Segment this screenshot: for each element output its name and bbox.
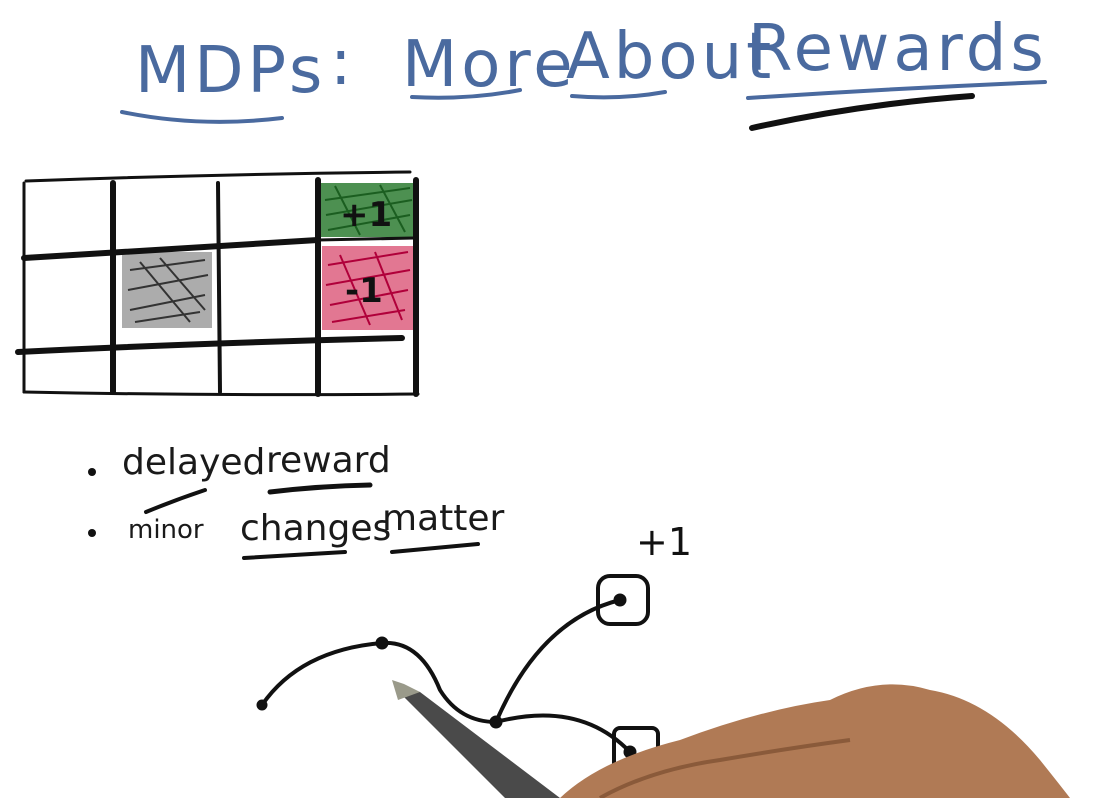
bullet-1-underline-2 xyxy=(144,488,207,514)
title-about: About xyxy=(566,20,775,94)
pen-tip xyxy=(392,680,420,700)
title-underline-4 xyxy=(746,80,1047,100)
bullet-2-underline-2 xyxy=(390,542,480,554)
tree-edge-3 xyxy=(494,598,622,724)
bullet-2-underlined-2: matter xyxy=(382,498,505,539)
bullet-1-plain: delayed xyxy=(122,442,265,483)
tree-edge-2 xyxy=(380,640,498,724)
bullet-dot-1 xyxy=(88,468,96,476)
grid-world: +1 -1 xyxy=(15,170,420,397)
goal-scribble xyxy=(324,184,413,236)
reward-tree xyxy=(256,574,660,778)
bullet-dot-2 xyxy=(88,529,96,537)
tree-node-start xyxy=(256,699,268,711)
title-mdps: MDPs xyxy=(135,34,326,108)
tree-edge-4 xyxy=(494,713,632,754)
tree-node-branch xyxy=(489,715,503,729)
bullet-2-underline xyxy=(242,550,347,560)
pen-body xyxy=(395,688,560,798)
title-underline-black xyxy=(749,93,975,131)
wall-scribble xyxy=(127,257,209,323)
title-colon: : xyxy=(330,26,356,100)
pit-label: -1 xyxy=(345,271,383,311)
bullet-2-underlined: changes xyxy=(240,508,391,549)
title-more: More xyxy=(402,28,577,102)
hand xyxy=(560,684,1070,798)
tree-node-plus xyxy=(613,593,627,607)
hand-with-pen xyxy=(392,680,1070,798)
tree-box-plus xyxy=(596,574,650,626)
goal-label: +1 xyxy=(340,195,392,235)
grid-lines xyxy=(15,170,420,397)
bullet-1-underline xyxy=(267,482,373,495)
title-underline-3 xyxy=(570,90,667,100)
tree-node-mid xyxy=(375,636,389,650)
title: MDPs : More About Rewards xyxy=(120,12,1048,131)
title-underline-1 xyxy=(120,110,284,124)
title-underline-2 xyxy=(410,88,522,100)
title-rewards: Rewards xyxy=(748,12,1048,86)
bullet-2-plain: minor xyxy=(128,515,204,545)
bullet-1-underlined: reward xyxy=(266,440,391,481)
tree-edge-1 xyxy=(260,641,384,707)
pit-scribble xyxy=(325,251,411,326)
tree-plus-label: +1 xyxy=(636,520,692,564)
hand-shadow xyxy=(599,738,851,798)
bullet-list: delayed reward minor changes matter xyxy=(88,440,505,560)
